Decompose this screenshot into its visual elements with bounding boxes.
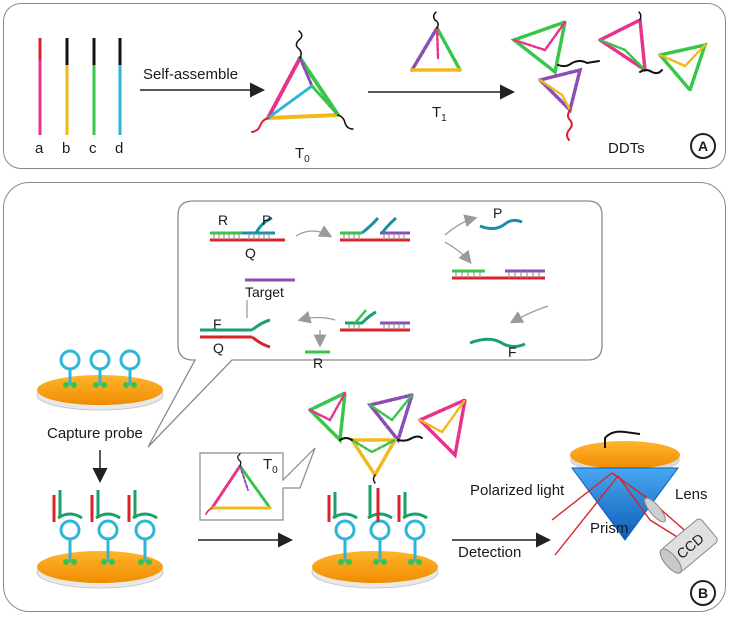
inset-duplex-3 xyxy=(452,269,545,280)
inset-label-target: Target xyxy=(245,284,284,300)
strand-label-a: a xyxy=(35,140,44,157)
t0-callout-box xyxy=(199,447,316,521)
t0-callout-tetrahedron xyxy=(205,453,272,515)
inset-duplex-2 xyxy=(340,216,410,242)
panel-b-badge: B xyxy=(690,580,716,606)
inset-label-p-out: P xyxy=(493,205,503,221)
ddts-cluster xyxy=(510,11,708,141)
inset-arrow-2 xyxy=(444,214,478,236)
prism-label: Prism xyxy=(590,520,629,537)
lens-label: Lens xyxy=(675,486,708,503)
light-rays xyxy=(551,472,691,556)
tetrahedron-t0 xyxy=(251,30,354,133)
t0-label: T0 xyxy=(295,145,310,165)
tetrahedron-t1 xyxy=(410,11,462,72)
detection-label: Detection xyxy=(458,544,522,561)
ddt-bound-cluster xyxy=(307,390,468,484)
inset-fq-duplex xyxy=(200,318,271,349)
inset-label-r: R xyxy=(218,212,229,228)
t1-label: T1 xyxy=(432,104,447,124)
panel-a xyxy=(3,3,726,169)
lens xyxy=(644,497,666,523)
spr-sensor-disc xyxy=(570,430,680,474)
t0-callout-label: T0 xyxy=(263,456,278,476)
inset-arrow-1 xyxy=(295,225,333,238)
hybridized-disc xyxy=(36,490,164,589)
inset-label-q2: Q xyxy=(213,340,224,356)
self-assemble-label: Self-assemble xyxy=(143,66,239,83)
inset-label-f-in: F xyxy=(508,344,517,360)
inset-p-released xyxy=(479,218,523,231)
ddts-label: DDTs xyxy=(608,140,645,157)
inset-arrow-5 xyxy=(297,310,336,324)
strand-label-c: c xyxy=(89,140,97,157)
inset-callout xyxy=(147,200,603,448)
inset-label-r-out: R xyxy=(313,355,324,371)
strand-label-b: b xyxy=(62,140,71,157)
inset-label-q: Q xyxy=(245,245,256,261)
inset-duplex-rpq xyxy=(210,216,285,242)
inset-duplex-4 xyxy=(340,309,410,332)
panel-a-badge: A xyxy=(690,133,716,159)
polarized-light-label: Polarized light xyxy=(470,482,565,499)
inset-label-p: P xyxy=(262,212,272,228)
ccd-detector xyxy=(659,518,718,574)
capture-probe-label: Capture probe xyxy=(47,425,143,442)
inset-arrow-3 xyxy=(444,241,472,265)
inset-arrow-4 xyxy=(509,305,549,324)
capture-probe-disc xyxy=(36,349,164,411)
ddt-bound-disc xyxy=(311,485,439,589)
strand-label-d: d xyxy=(115,140,124,157)
inset-f-strand xyxy=(469,337,526,349)
inset-label-f: F xyxy=(213,316,222,332)
